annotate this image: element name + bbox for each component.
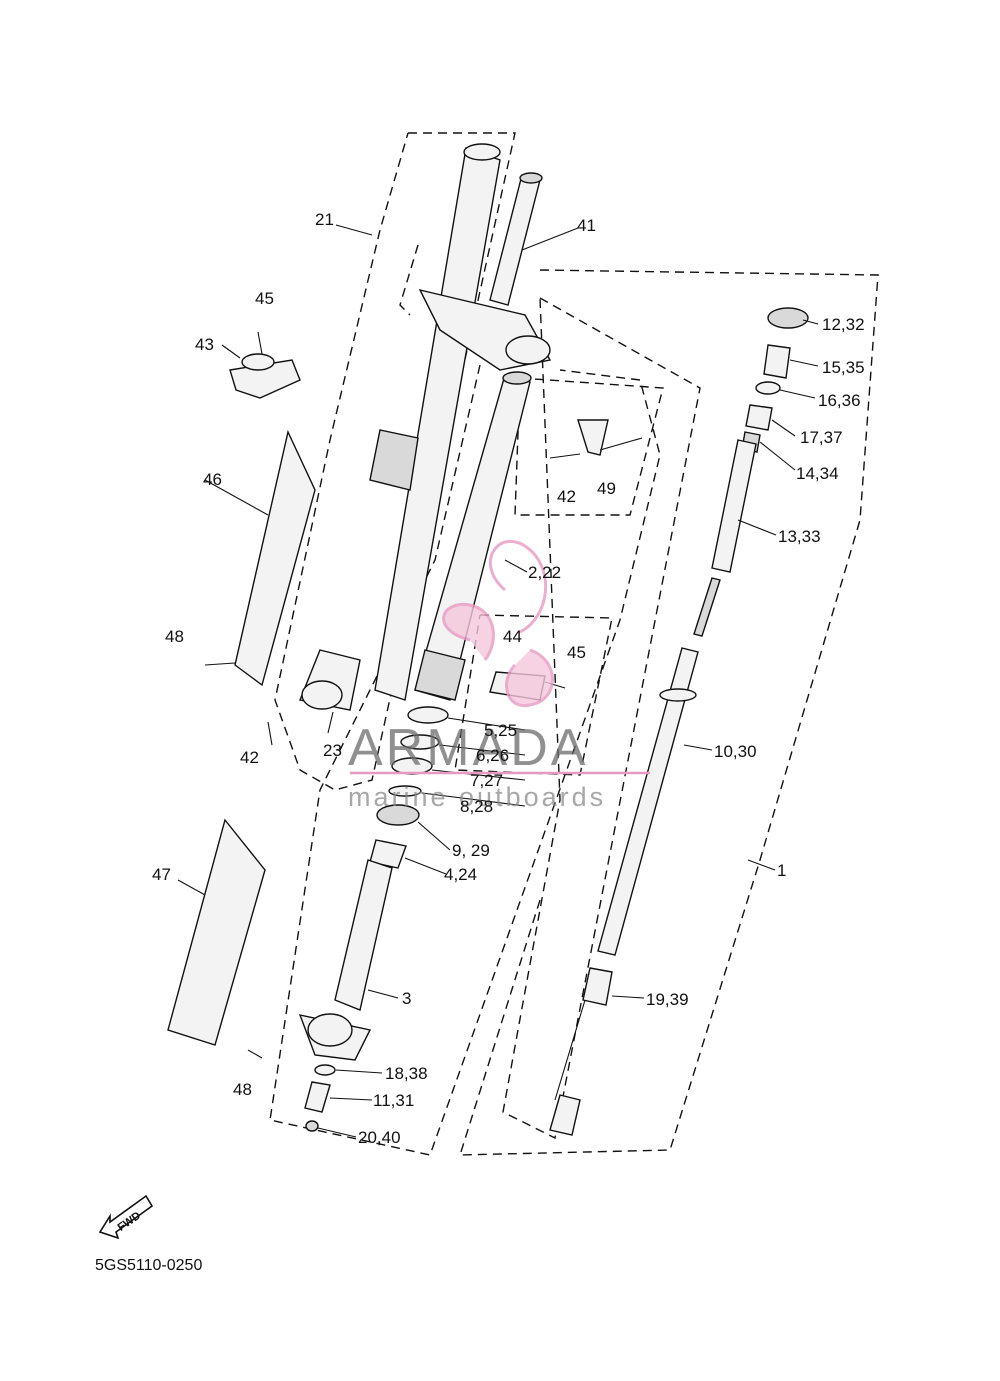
- callout-41: 41: [577, 216, 596, 235]
- callout-20: 20,40: [358, 1128, 401, 1147]
- fwd-arrow-icon: FWD: [98, 1194, 154, 1240]
- part-10: [597, 647, 699, 956]
- callout-48-bottom: 48: [233, 1080, 252, 1099]
- callout-3: 3: [402, 989, 411, 1008]
- callout-47: 47: [152, 865, 171, 884]
- callout-10: 10,30: [714, 742, 757, 761]
- callout-13: 13,33: [778, 527, 821, 546]
- callout-7: 7,27: [470, 771, 503, 790]
- armada-logo-icon: [442, 540, 554, 707]
- callout-labels: 21 41 45 43 12,32 15,35 16,36 17,37 14,3…: [152, 210, 865, 1147]
- outline-outer-tube-assembly: [274, 132, 516, 791]
- callout-9: 9, 29: [452, 841, 490, 860]
- callout-16: 16,36: [818, 391, 861, 410]
- watermark-title: ARMADA: [348, 719, 588, 777]
- part-20: [305, 1120, 319, 1132]
- damper-parts: [597, 307, 809, 956]
- callout-11: 11,31: [373, 1091, 414, 1110]
- callout-12: 12,32: [822, 315, 865, 334]
- callout-6: 6,26: [476, 746, 509, 765]
- damper-rod-thread: [693, 577, 721, 637]
- outline-bracket-49: [514, 377, 664, 516]
- callout-17: 17,37: [800, 428, 843, 447]
- seal-stack: [369, 706, 449, 869]
- fork-guards: [167, 429, 316, 1046]
- watermark-subtitle: marine outboards: [348, 782, 606, 812]
- callout-1: 1: [777, 861, 786, 880]
- callout-18: 18,38: [385, 1064, 428, 1083]
- diagram-code: 5GS5110-0250: [95, 1257, 202, 1274]
- callout-4: 4,24: [444, 865, 477, 884]
- callout-43: 43: [195, 335, 214, 354]
- callout-48-top: 48: [165, 627, 184, 646]
- callout-45-mid: 45: [567, 643, 586, 662]
- callout-8: 8,28: [460, 797, 493, 816]
- watermark: ARMADA marine outboards: [348, 540, 650, 812]
- part-13: [711, 439, 757, 573]
- part-43: [229, 359, 301, 399]
- part-16: [755, 381, 781, 395]
- callout-2: 2,22: [528, 563, 561, 582]
- outline-damper-assembly: [502, 297, 701, 1140]
- part-11: [304, 1081, 331, 1113]
- callout-14: 14,34: [796, 464, 839, 483]
- callout-49: 49: [597, 479, 616, 498]
- part-12: [767, 307, 809, 329]
- outline-inner-assembly: [459, 269, 879, 1156]
- callout-45-top: 45: [255, 289, 274, 308]
- part-46: [234, 429, 316, 687]
- steering-stem-41: [418, 172, 552, 371]
- lower-outer-3: [298, 859, 393, 1061]
- callout-15: 15,35: [822, 358, 865, 377]
- part-8: [388, 785, 422, 797]
- outline-clamp-44: [454, 614, 613, 776]
- part-47: [167, 818, 266, 1046]
- part-18: [314, 1064, 336, 1076]
- part-5: [407, 706, 449, 724]
- callout-23: 23: [323, 741, 342, 760]
- base-valve-parts: [304, 1064, 336, 1132]
- callout-42-top: 42: [557, 487, 576, 506]
- callout-5: 5,25: [484, 721, 517, 740]
- part-15: [763, 344, 791, 379]
- callout-44: 44: [503, 627, 522, 646]
- leader-lines: [177, 224, 819, 1138]
- part-17: [745, 404, 773, 431]
- part-49: [577, 419, 609, 456]
- callout-19: 19,39: [646, 990, 689, 1009]
- outer-tube-21: [299, 143, 501, 711]
- callout-21: 21: [315, 210, 334, 229]
- callout-42-mid: 42: [240, 748, 259, 767]
- outline-steering-stem: [399, 244, 419, 316]
- part-6: [400, 734, 440, 750]
- springs-19: [549, 967, 613, 1136]
- part-4: [369, 839, 407, 869]
- callout-46: 46: [203, 470, 222, 489]
- part-9: [376, 804, 420, 826]
